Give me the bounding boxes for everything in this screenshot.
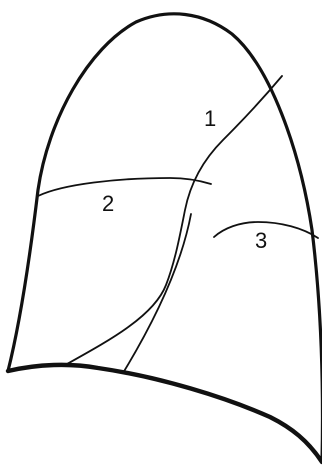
base-curve [8, 365, 322, 462]
label-3: 3 [255, 228, 267, 253]
label-1: 1 [204, 106, 216, 131]
fissure-branch-line [123, 214, 191, 373]
outer-contour [8, 14, 322, 462]
label-2: 2 [102, 191, 114, 216]
fissure-line-2 [38, 178, 211, 196]
fissure-line-1 [67, 76, 282, 364]
